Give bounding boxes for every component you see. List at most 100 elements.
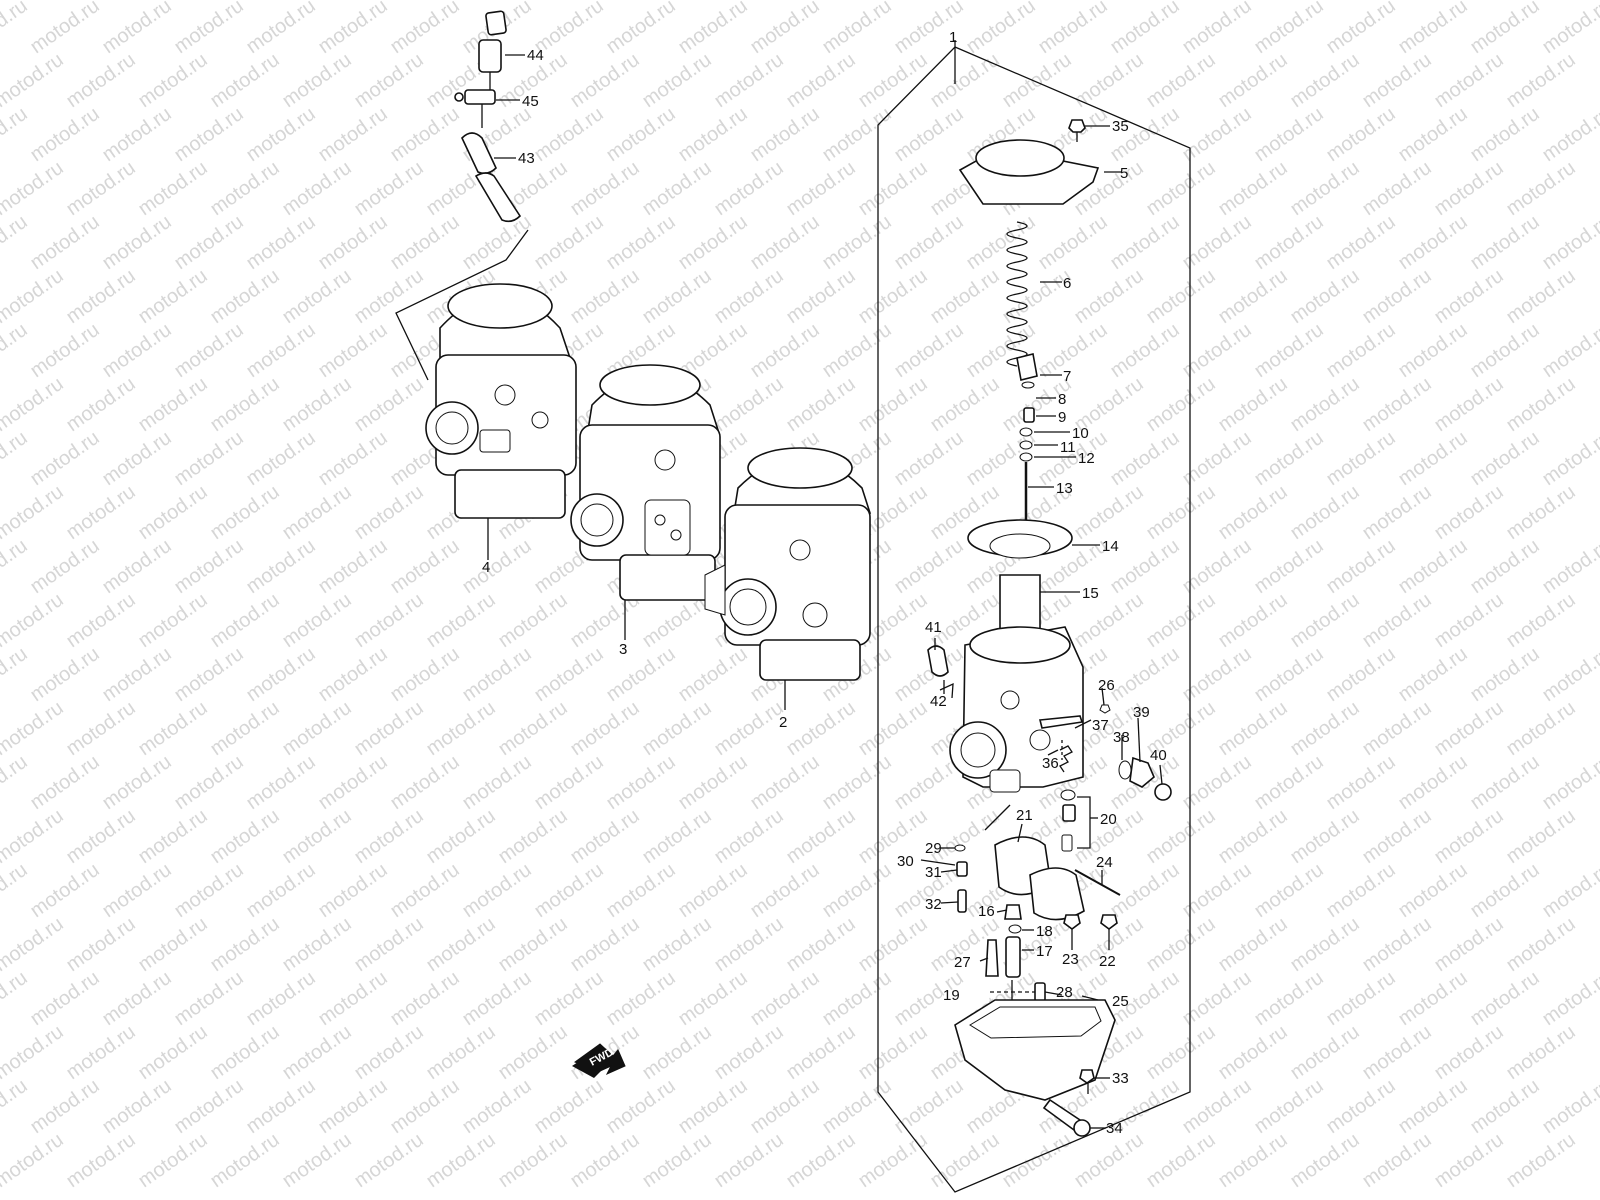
watermark-text: motod.ru xyxy=(278,1021,355,1084)
watermark-text: motod.ru xyxy=(26,643,103,706)
watermark-text: motod.ru xyxy=(0,1075,32,1138)
watermark-text: motod.ru xyxy=(422,805,499,868)
callout-5: 5 xyxy=(1120,165,1128,182)
watermark-text: motod.ru xyxy=(1142,481,1219,544)
watermark-text: motod.ru xyxy=(638,913,715,976)
watermark-text: motod.ru xyxy=(170,967,247,1030)
watermark-text: motod.ru xyxy=(782,805,859,868)
watermark-text: motod.ru xyxy=(710,265,787,328)
exploded-carburetor xyxy=(494,40,1172,1137)
watermark-text: motod.ru xyxy=(278,49,355,112)
watermark-text: motod.ru xyxy=(1538,643,1600,706)
watermark-text: motod.ru xyxy=(1502,589,1579,652)
watermark-text: motod.ru xyxy=(890,103,967,166)
watermark-text: motod.ru xyxy=(314,859,391,922)
watermark-text: motod.ru xyxy=(638,805,715,868)
callout-33: 33 xyxy=(1112,1070,1129,1087)
watermark-text: motod.ru xyxy=(638,157,715,220)
watermark-text: motod.ru xyxy=(1538,0,1600,58)
watermark-text: motod.ru xyxy=(134,265,211,328)
watermark-text: motod.ru xyxy=(1502,1021,1579,1084)
watermark-text: motod.ru xyxy=(242,535,319,598)
watermark-text: motod.ru xyxy=(566,49,643,112)
watermark-text: motod.ru xyxy=(278,265,355,328)
watermark-text: motod.ru xyxy=(62,805,139,868)
watermark-text: motod.ru xyxy=(350,49,427,112)
watermark-text: motod.ru xyxy=(854,913,931,976)
watermark-text: motod.ru xyxy=(1070,0,1147,4)
watermark-text: motod.ru xyxy=(1214,1129,1291,1192)
callout-22: 22 xyxy=(1099,953,1116,970)
callout-23: 23 xyxy=(1062,951,1079,968)
watermark-text: motod.ru xyxy=(1250,319,1327,382)
watermark-text: motod.ru xyxy=(1466,319,1543,382)
watermark-text: motod.ru xyxy=(1394,211,1471,274)
watermark-text: motod.ru xyxy=(350,913,427,976)
watermark-text: motod.ru xyxy=(1466,0,1543,58)
watermark-text: motod.ru xyxy=(0,265,68,328)
spring xyxy=(1006,221,1028,367)
callout-39: 39 xyxy=(1133,704,1150,721)
watermark-text: motod.ru xyxy=(26,103,103,166)
watermark-text: motod.ru xyxy=(782,913,859,976)
watermark-text: motod.ru xyxy=(1358,1021,1435,1084)
watermark-text: motod.ru xyxy=(926,805,1003,868)
watermark-text: motod.ru xyxy=(1430,1129,1507,1192)
watermark-text: motod.ru xyxy=(26,751,103,814)
watermark-text: motod.ru xyxy=(818,211,895,274)
watermark-text: motod.ru xyxy=(1322,643,1399,706)
watermark-text: motod.ru xyxy=(1430,913,1507,976)
watermark-text: motod.ru xyxy=(818,859,895,922)
watermark-text: motod.ru xyxy=(314,427,391,490)
watermark-text: motod.ru xyxy=(602,0,679,58)
watermark-text: motod.ru xyxy=(638,265,715,328)
callout-9: 9 xyxy=(1058,409,1066,426)
watermark-text: motod.ru xyxy=(98,1075,175,1138)
callout-43: 43 xyxy=(518,150,535,167)
watermark-text: motod.ru xyxy=(1286,0,1363,4)
watermark-text: motod.ru xyxy=(0,427,32,490)
watermark-text: motod.ru xyxy=(134,913,211,976)
watermark-text: motod.ru xyxy=(1250,103,1327,166)
watermark-text: motod.ru xyxy=(350,373,427,436)
watermark-text: motod.ru xyxy=(422,697,499,760)
watermark-text: motod.ru xyxy=(0,859,32,922)
watermark-text: motod.ru xyxy=(890,535,967,598)
watermark-text: motod.ru xyxy=(1430,589,1507,652)
watermark-text: motod.ru xyxy=(1358,373,1435,436)
watermark-text: motod.ru xyxy=(206,373,283,436)
watermark-text: motod.ru xyxy=(1358,913,1435,976)
watermark-text: motod.ru xyxy=(1142,0,1219,4)
watermark-text: motod.ru xyxy=(494,1129,571,1192)
callout-17: 17 xyxy=(1036,943,1053,960)
watermark-text: motod.ru xyxy=(1322,535,1399,598)
watermark-text: motod.ru xyxy=(314,967,391,1030)
watermark-text: motod.ru xyxy=(674,211,751,274)
watermark-text: motod.ru xyxy=(1394,967,1471,1030)
watermark-text: motod.ru xyxy=(134,589,211,652)
watermark-text: motod.ru xyxy=(1142,805,1219,868)
watermark-text: motod.ru xyxy=(170,103,247,166)
watermark-text: motod.ru xyxy=(1142,49,1219,112)
watermark-text: motod.ru xyxy=(530,751,607,814)
watermark-text: motod.ru xyxy=(1286,589,1363,652)
watermark-text: motod.ru xyxy=(1250,859,1327,922)
callout-1: 1 xyxy=(949,29,957,46)
watermark-text: motod.ru xyxy=(1214,913,1291,976)
watermark-text: motod.ru xyxy=(1286,49,1363,112)
watermark-text: motod.ru xyxy=(890,211,967,274)
watermark-text: motod.ru xyxy=(710,1129,787,1192)
watermark-text: motod.ru xyxy=(1394,427,1471,490)
watermark-text: motod.ru xyxy=(530,967,607,1030)
watermark-text: motod.ru xyxy=(98,859,175,922)
watermark-text: motod.ru xyxy=(1358,589,1435,652)
callout-4: 4 xyxy=(482,559,490,576)
callout-36: 36 xyxy=(1042,755,1059,772)
watermark-text: motod.ru xyxy=(1214,481,1291,544)
watermark-text: motod.ru xyxy=(170,319,247,382)
watermark-text: motod.ru xyxy=(242,643,319,706)
watermark-text: motod.ru xyxy=(962,211,1039,274)
watermark-text: motod.ru xyxy=(638,1021,715,1084)
watermark-text: motod.ru xyxy=(206,265,283,328)
